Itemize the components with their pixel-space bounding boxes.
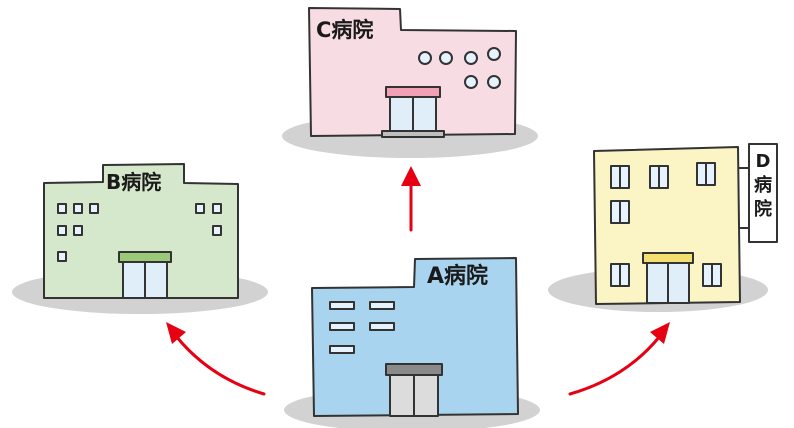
hospital-b-label: B病院 [106,170,162,194]
window-a [329,301,355,310]
window-a [329,322,355,331]
hospital-d-sign-label: D病院 [754,151,772,220]
window-c [464,75,478,89]
window-c [464,51,478,65]
window-b [89,203,99,214]
window-c [487,75,501,89]
hospital-a-label: A病院 [427,264,489,289]
window-c [487,47,501,61]
window-a [369,322,395,331]
entrance-canopy-c [385,86,441,98]
window-a [329,345,355,354]
window-b [212,225,222,236]
window-b [57,225,67,236]
arrow-a-to-b [174,334,266,396]
entrance-canopy-d [642,252,694,264]
window-b [73,203,83,214]
referral-arrows [174,180,662,396]
hospital-c-label: C病院 [316,18,374,42]
hospital-a-building [311,257,519,417]
arrow-heads [166,166,670,344]
arrow-head-left-icon [166,322,186,344]
window-a [369,301,395,310]
window-b [212,203,222,214]
hospital-c-building [308,7,517,138]
arrow-a-to-d [568,334,662,396]
hospital-b-building [43,163,239,299]
window-c [418,51,432,65]
window-c [439,51,453,65]
window-b [57,251,67,262]
steps-c [381,130,445,138]
arrow-head-right-icon [650,322,670,344]
window-b [195,203,205,214]
hospital-d-building [593,143,778,305]
vertical-sign-d [748,143,778,243]
arrow-head-up-icon [401,166,421,186]
entrance-canopy-b [118,251,172,263]
window-b [57,203,67,214]
window-b [73,225,83,236]
entrance-canopy-a [385,363,443,376]
